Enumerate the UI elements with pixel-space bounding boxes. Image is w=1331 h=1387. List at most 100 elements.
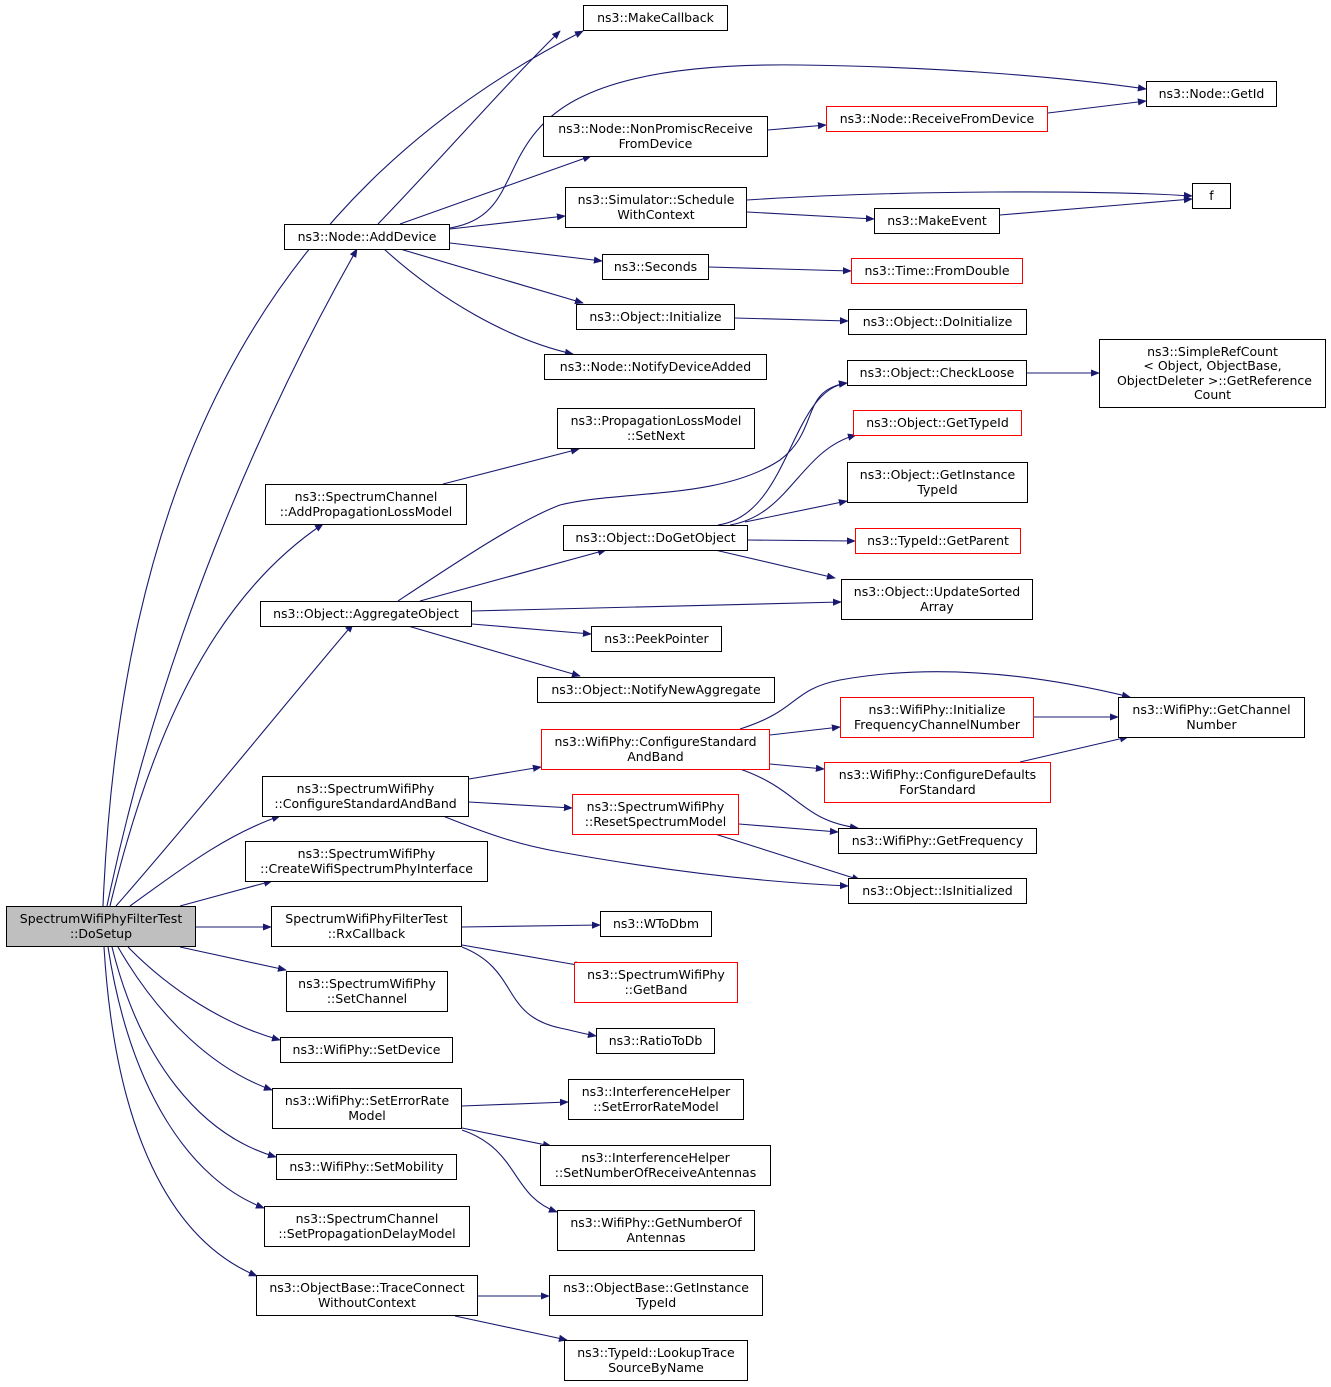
node-simple-ref-count-get-reference-count[interactable]: ns3::SimpleRefCount < Object, ObjectBase…	[1099, 339, 1326, 408]
node-propagation-loss-model-set-next[interactable]: ns3::PropagationLossModel ::SetNext	[557, 408, 755, 449]
node-node-getid[interactable]: ns3::Node::GetId	[1146, 81, 1277, 107]
node-spectrum-channel-add-propagation-loss-model[interactable]: ns3::SpectrumChannel ::AddPropagationLos…	[265, 484, 467, 525]
node-spectrum-wifi-phy-configure-standard-and-band[interactable]: ns3::SpectrumWifiPhy ::ConfigureStandard…	[262, 776, 469, 817]
node-object-aggregate-object[interactable]: ns3::Object::AggregateObject	[260, 601, 472, 627]
edge	[102, 30, 584, 907]
node-node-notify-device-added[interactable]: ns3::Node::NotifyDeviceAdded	[544, 354, 767, 380]
node-wifiphy-set-device[interactable]: ns3::WifiPhy::SetDevice	[280, 1037, 453, 1063]
edge	[449, 64, 1147, 229]
node-object-get-type-id[interactable]: ns3::Object::GetTypeId	[853, 410, 1022, 436]
edge	[769, 763, 825, 772]
edge	[714, 833, 861, 881]
edge	[999, 196, 1193, 216]
node-simulator-schedule-with-context[interactable]: ns3::Simulator::Schedule WithContext	[565, 187, 747, 228]
node-typeid-get-parent[interactable]: ns3::TypeId::GetParent	[855, 528, 1021, 554]
edge	[179, 879, 273, 907]
edge	[115, 623, 354, 907]
node-object-notify-new-aggregate[interactable]: ns3::Object::NotifyNewAggregate	[537, 677, 775, 703]
edge	[449, 242, 603, 264]
node-object-update-sorted-array[interactable]: ns3::Object::UpdateSorted Array	[841, 579, 1033, 620]
edge	[461, 946, 597, 1039]
edge	[377, 30, 561, 225]
node-seconds[interactable]: ns3::Seconds	[602, 254, 709, 280]
edge	[461, 1129, 558, 1213]
edge	[1019, 735, 1129, 763]
node-wtodbm[interactable]: ns3::WToDbm	[600, 911, 712, 937]
edge	[127, 946, 281, 1042]
edge	[106, 248, 358, 907]
node-objectbase-trace-connect-without-context[interactable]: ns3::ObjectBase::TraceConnect WithoutCon…	[256, 1275, 478, 1316]
node-wifiphy-get-channel-number[interactable]: ns3::WifiPhy::GetChannel Number	[1118, 697, 1305, 738]
edge	[419, 548, 607, 602]
edge	[103, 946, 258, 1277]
node-ratio-to-db[interactable]: ns3::RatioToDb	[596, 1028, 715, 1054]
node-interference-helper-set-number-of-receive-antennas[interactable]: ns3::InterferenceHelper ::SetNumberOfRec…	[540, 1145, 771, 1186]
node-node-receive-from-device[interactable]: ns3::Node::ReceiveFromDevice	[826, 106, 1048, 132]
edge	[461, 921, 601, 929]
edge	[397, 380, 848, 602]
node-make-callback[interactable]: ns3::MakeCallback	[583, 5, 728, 31]
edge	[738, 823, 839, 835]
edge	[117, 946, 273, 1091]
edge	[109, 523, 324, 907]
edge	[107, 946, 265, 1209]
edge	[442, 815, 849, 890]
node-object-initialize[interactable]: ns3::Object::Initialize	[576, 304, 735, 330]
node-wifiphy-configure-standard-and-band[interactable]: ns3::WifiPhy::ConfigureStandard AndBand	[541, 729, 770, 770]
edge	[734, 317, 849, 325]
node-typeid-lookup-trace-source-by-name[interactable]: ns3::TypeId::LookupTrace SourceByName	[564, 1340, 748, 1381]
node-time-from-double[interactable]: ns3::Time::FromDouble	[851, 258, 1023, 284]
node-interference-helper-set-error-rate-model[interactable]: ns3::InterferenceHelper ::SetErrorRateMo…	[568, 1079, 744, 1120]
edge	[729, 433, 857, 526]
edge	[468, 801, 573, 812]
edge	[111, 946, 277, 1159]
node-f[interactable]: f	[1192, 183, 1231, 209]
node-wifiphy-get-number-of-antennas[interactable]: ns3::WifiPhy::GetNumberOf Antennas	[557, 1210, 755, 1251]
node-object-is-initialized[interactable]: ns3::Object::IsInitialized	[848, 878, 1027, 904]
node-objectbase-get-instance-type-id[interactable]: ns3::ObjectBase::GetInstance TypeId	[549, 1275, 763, 1316]
node-object-check-loose[interactable]: ns3::Object::CheckLoose	[847, 360, 1027, 386]
node-node-nonpromisc-receive-from-device[interactable]: ns3::Node::NonPromiscReceive FromDevice	[543, 116, 768, 157]
node-object-doinitialize[interactable]: ns3::Object::DoInitialize	[848, 309, 1027, 335]
root-node-spectrum-wifi-phy-filter-test-dosetup: SpectrumWifiPhyFilterTest ::DoSetup	[6, 906, 196, 947]
edge	[461, 1127, 552, 1148]
node-wifiphy-set-mobility[interactable]: ns3::WifiPhy::SetMobility	[276, 1154, 457, 1180]
node-peek-pointer[interactable]: ns3::PeekPointer	[591, 626, 722, 652]
edge	[468, 764, 542, 780]
edge	[767, 122, 827, 131]
edge	[1047, 98, 1147, 114]
edge	[714, 549, 836, 580]
node-wifiphy-initialize-frequency-channel-number[interactable]: ns3::WifiPhy::Initialize FrequencyChanne…	[840, 697, 1034, 738]
node-wifiphy-get-frequency[interactable]: ns3::WifiPhy::GetFrequency	[838, 828, 1037, 854]
edge	[399, 155, 592, 225]
node-spectrum-wifi-phy-set-channel[interactable]: ns3::SpectrumWifiPhy ::SetChannel	[286, 971, 448, 1012]
edge	[471, 623, 592, 637]
node-spectrum-wifi-phy-create-interface[interactable]: ns3::SpectrumWifiPhy ::CreateWifiSpectru…	[245, 841, 488, 882]
node-object-get-instance-type-id[interactable]: ns3::Object::GetInstance TypeId	[847, 462, 1028, 503]
node-spectrum-wifi-phy-reset-spectrum-model[interactable]: ns3::SpectrumWifiPhy ::ResetSpectrumMode…	[572, 794, 739, 835]
edge	[471, 598, 842, 612]
edge	[399, 248, 584, 305]
node-spectrum-wifi-phy-get-band[interactable]: ns3::SpectrumWifiPhy ::GetBand	[574, 962, 738, 1003]
edge	[407, 625, 581, 678]
node-wifiphy-configure-defaults-for-standard[interactable]: ns3::WifiPhy::ConfigureDefaults ForStand…	[824, 762, 1051, 803]
edge	[179, 946, 287, 972]
edge	[744, 499, 848, 523]
edge	[746, 211, 875, 223]
node-object-do-get-object[interactable]: ns3::Object::DoGetObject	[563, 525, 748, 551]
edge	[449, 213, 566, 230]
edge	[454, 1315, 568, 1342]
node-node-add-device[interactable]: ns3::Node::AddDevice	[284, 224, 450, 250]
node-spectrum-channel-set-propagation-delay-model[interactable]: ns3::SpectrumChannel ::SetPropagationDel…	[264, 1206, 470, 1247]
node-make-event[interactable]: ns3::MakeEvent	[874, 208, 1000, 234]
edge	[129, 815, 281, 907]
edge	[383, 248, 574, 356]
node-filter-test-rx-callback[interactable]: SpectrumWifiPhyFilterTest ::RxCallback	[271, 906, 462, 947]
node-wifiphy-set-error-rate-model[interactable]: ns3::WifiPhy::SetErrorRate Model	[272, 1088, 462, 1129]
edge	[739, 768, 859, 831]
edge	[717, 380, 848, 526]
edge	[442, 447, 580, 485]
edge	[708, 266, 852, 275]
edge	[747, 537, 856, 545]
